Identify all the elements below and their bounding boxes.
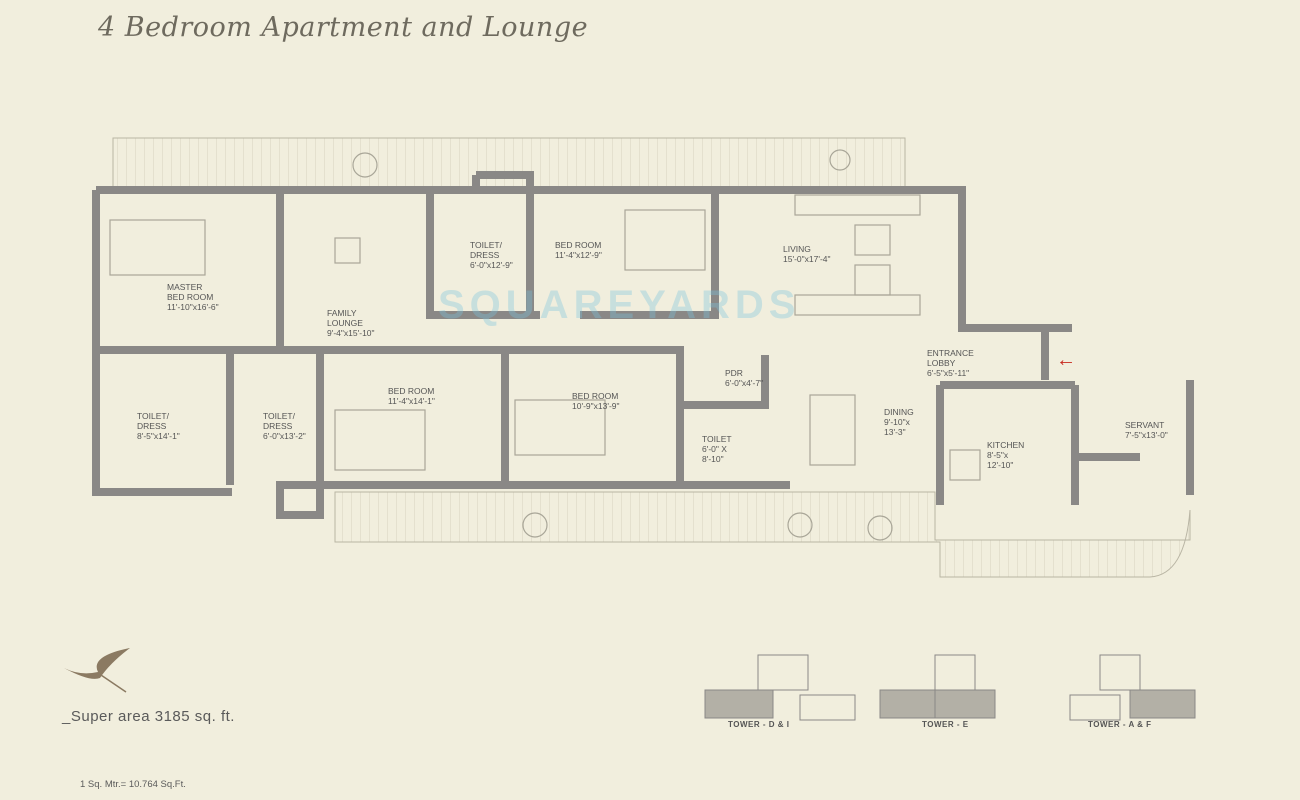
- page-title: 4 Bedroom Apartment and Lounge: [98, 12, 589, 43]
- entrance-arrow-icon: ←: [1056, 349, 1076, 371]
- watermark: SQUAREYARDS: [438, 283, 801, 327]
- balcony-top: [112, 137, 906, 189]
- balcony-bottom: [334, 491, 1191, 578]
- walls: [92, 171, 1194, 519]
- tower-label-e: TOWER - E: [922, 720, 969, 729]
- furniture: [109, 149, 981, 541]
- super-area: _Super area 3185 sq. ft.: [62, 708, 235, 725]
- tower-keyplans: [704, 654, 1196, 721]
- unit-conversion: 1 Sq. Mtr.= 10.764 Sq.Ft.: [80, 779, 186, 790]
- tower-label-d-i: TOWER - D & I: [728, 720, 790, 729]
- tower-label-a-f: TOWER - A & F: [1088, 720, 1152, 729]
- leaf-logo-icon: [64, 648, 130, 693]
